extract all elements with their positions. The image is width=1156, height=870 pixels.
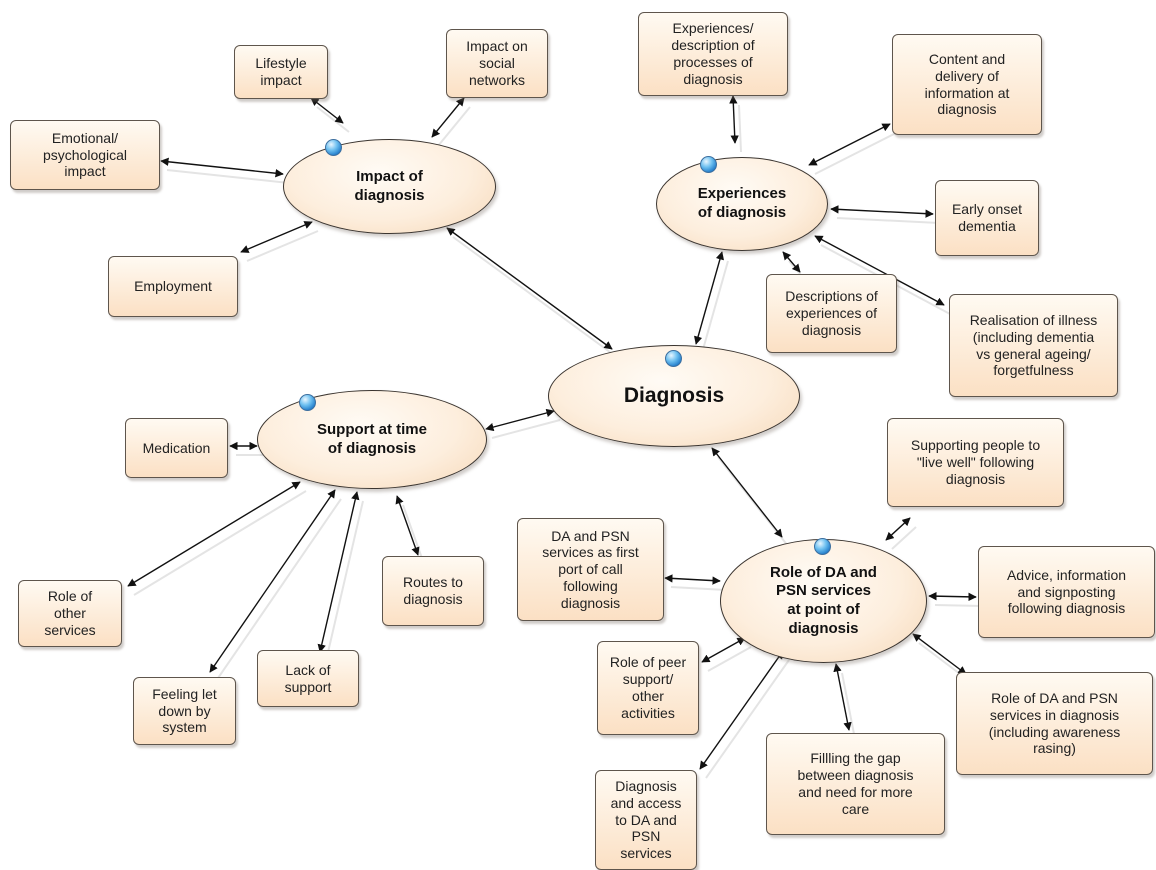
note-marker-icon[interactable] bbox=[299, 394, 316, 411]
connector-arrow bbox=[160, 157, 284, 178]
topic-experiences-description-of-processes[interactable]: Experiences/ description of processes of… bbox=[638, 12, 788, 96]
connector-shadow bbox=[670, 586, 727, 591]
note-marker-icon[interactable] bbox=[814, 538, 831, 555]
connector-shadow bbox=[814, 132, 897, 175]
topic-first-port-of-call[interactable]: DA and PSN services as first port of cal… bbox=[517, 518, 664, 621]
connector-shadow bbox=[166, 169, 290, 184]
connector-shadow bbox=[934, 604, 983, 607]
topic-diagnosis-and-access[interactable]: Diagnosis and access to DA and PSN servi… bbox=[595, 770, 697, 870]
topic-employment[interactable]: Employment bbox=[108, 256, 238, 317]
topic-advice-information-signposting[interactable]: Advice, information and signposting foll… bbox=[978, 546, 1155, 638]
topic-realisation-of-illness[interactable]: Realisation of illness (including dement… bbox=[949, 294, 1118, 397]
topic-feeling-let-down-by-system[interactable]: Feeling let down by system bbox=[133, 677, 236, 745]
connector-arrow bbox=[317, 491, 360, 653]
topic-lack-of-support[interactable]: Lack of support bbox=[257, 650, 359, 707]
topic-emotional-psychological-impact[interactable]: Emotional/ psychological impact bbox=[10, 120, 160, 190]
hub-support-at-time-of-diagnosis[interactable]: Support at time of diagnosis bbox=[257, 390, 487, 489]
connector-arrow bbox=[699, 650, 784, 770]
connector-shadow bbox=[738, 104, 742, 153]
topic-content-and-delivery-of-information[interactable]: Content and delivery of information at d… bbox=[892, 34, 1042, 135]
note-marker-icon[interactable] bbox=[665, 350, 682, 367]
connector-arrow bbox=[814, 235, 945, 306]
connector-arrow bbox=[711, 447, 783, 538]
connector-shadow bbox=[316, 106, 350, 133]
connector-arrow bbox=[431, 97, 465, 138]
topic-early-onset-dementia[interactable]: Early onset dementia bbox=[935, 180, 1039, 256]
topic-medication[interactable]: Medication bbox=[125, 418, 228, 478]
topic-routes-to-diagnosis[interactable]: Routes to diagnosis bbox=[382, 556, 484, 626]
connector-arrow bbox=[395, 495, 420, 556]
note-marker-icon[interactable] bbox=[325, 139, 342, 156]
connector-shadow bbox=[246, 230, 319, 262]
topic-supporting-people-to-live-well[interactable]: Supporting people to "live well" followi… bbox=[887, 418, 1064, 507]
connector-arrow bbox=[209, 489, 336, 673]
connector-shadow bbox=[836, 217, 940, 224]
connector-arrow bbox=[664, 574, 721, 585]
connector-shadow bbox=[437, 106, 471, 147]
connector-shadow bbox=[452, 236, 619, 359]
hub-impact-of-diagnosis[interactable]: Impact of diagnosis bbox=[283, 139, 496, 234]
connector-arrow bbox=[485, 408, 555, 432]
topic-role-of-peer-support[interactable]: Role of peer support/ other activities bbox=[597, 641, 699, 735]
hub-role-of-da-and-psn-services[interactable]: Role of DA and PSN services at point of … bbox=[720, 539, 927, 663]
topic-role-of-other-services[interactable]: Role of other services bbox=[18, 580, 122, 647]
connector-shadow bbox=[491, 419, 561, 439]
connector-arrow bbox=[694, 251, 724, 345]
connector-arrow bbox=[833, 663, 852, 731]
hub-experiences-of-diagnosis[interactable]: Experiences of diagnosis bbox=[656, 157, 828, 251]
connector-shadow bbox=[133, 490, 307, 596]
connector-arrow bbox=[701, 637, 746, 663]
connector-arrow bbox=[885, 517, 911, 541]
connector-shadow bbox=[707, 646, 752, 672]
connector-arrow bbox=[240, 221, 313, 253]
topic-impact-on-social-networks[interactable]: Impact on social networks bbox=[446, 29, 548, 98]
topic-role-in-diagnosis-awareness[interactable]: Role of DA and PSN services in diagnosis… bbox=[956, 672, 1153, 775]
topic-lifestyle-impact[interactable]: Lifestyle impact bbox=[234, 45, 328, 99]
connector-shadow bbox=[325, 500, 364, 662]
connector-arrow bbox=[782, 251, 801, 273]
connector-arrow bbox=[446, 227, 613, 350]
topic-filling-the-gap[interactable]: Fillling the gap between diagnosis and n… bbox=[766, 733, 945, 835]
note-marker-icon[interactable] bbox=[700, 156, 717, 173]
connector-arrow bbox=[928, 591, 977, 602]
topic-descriptions-of-experiences[interactable]: Descriptions of experiences of diagnosis bbox=[766, 274, 897, 353]
connector-shadow bbox=[717, 456, 789, 547]
connector-arrow bbox=[127, 481, 301, 587]
connector-arrow bbox=[912, 633, 967, 675]
connector-arrow bbox=[729, 95, 739, 144]
connector-arrow bbox=[808, 123, 891, 166]
connector-arrow bbox=[830, 205, 934, 218]
connector-arrow bbox=[310, 97, 344, 124]
